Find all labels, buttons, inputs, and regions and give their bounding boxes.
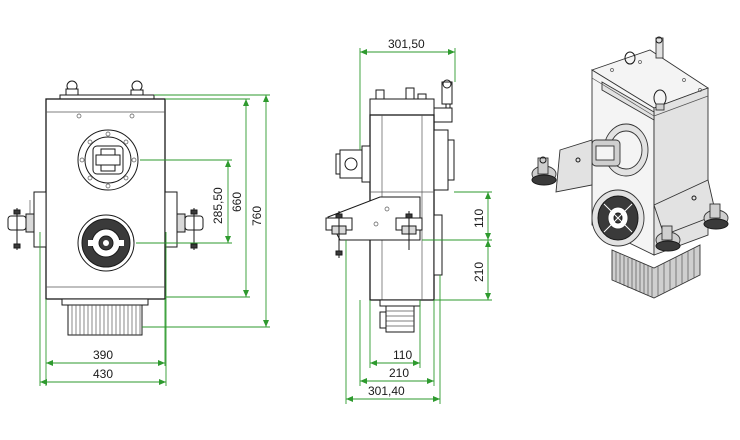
isometric-view xyxy=(531,36,729,299)
dim-front-285-50: 285,50 xyxy=(211,187,225,224)
dim-front-760: 760 xyxy=(250,206,264,226)
iso-lifting-eye xyxy=(624,51,667,111)
dim-side-210-right: 210 xyxy=(472,262,486,282)
front-housing xyxy=(45,98,166,300)
front-dimension-lines xyxy=(39,94,270,386)
dim-side-301-40: 301,40 xyxy=(368,384,405,398)
side-cooling-fins xyxy=(379,299,421,333)
iso-lower-flange xyxy=(591,189,645,247)
front-mount-left xyxy=(7,191,47,250)
dim-side-110-bottom: 110 xyxy=(393,348,412,362)
side-dimension-lines xyxy=(345,48,492,404)
iso-mount-right xyxy=(653,179,729,252)
dim-side-210-bottom: 210 xyxy=(389,366,409,380)
front-mount-right xyxy=(164,191,204,250)
lifting-eye-right xyxy=(130,80,144,97)
dim-front-430: 430 xyxy=(93,367,113,381)
side-motor xyxy=(335,145,371,183)
dim-side-301-50: 301,50 xyxy=(388,37,425,51)
front-view: 285,50 660 760 390 430 xyxy=(7,80,270,386)
side-valve xyxy=(433,79,453,123)
iso-mount-left xyxy=(531,139,593,193)
side-bracket xyxy=(325,196,423,258)
front-lower-disk xyxy=(77,214,135,272)
iso-cooling-fins xyxy=(611,244,701,299)
dim-side-110-right: 110 xyxy=(472,209,486,228)
front-upper-flange xyxy=(77,129,139,191)
iso-valve xyxy=(655,36,664,59)
front-cooling-fins xyxy=(61,298,149,336)
dim-front-390: 390 xyxy=(93,348,113,362)
iso-upper-flange xyxy=(591,123,649,177)
side-view: 301,50 110 210 110 210 301,40 xyxy=(325,37,492,404)
dim-front-660: 660 xyxy=(230,192,244,212)
